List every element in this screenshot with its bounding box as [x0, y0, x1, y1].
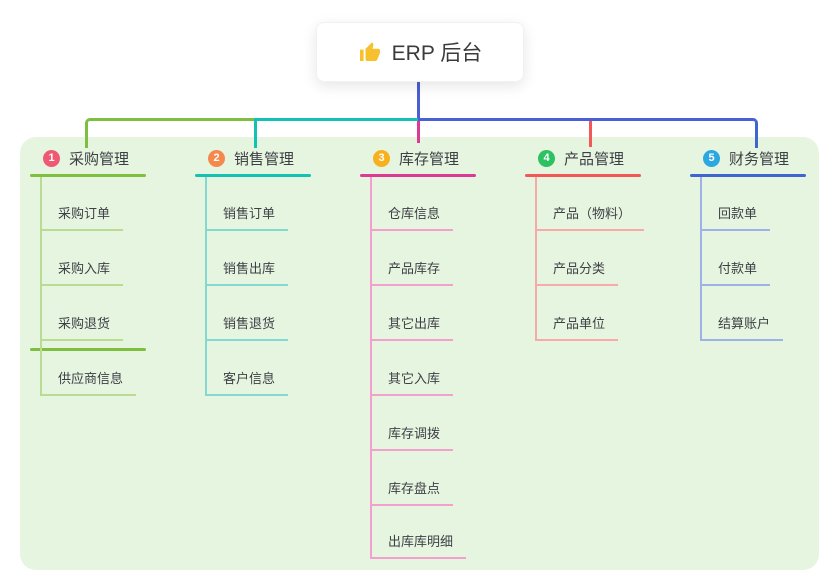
branch-finance-underline — [690, 174, 806, 177]
branch-product-label: 产品管理 — [564, 150, 625, 168]
root-node-label: ERP 后台 — [391, 42, 483, 65]
node-product-category[interactable]: 产品分类 — [535, 261, 619, 286]
branch-purchase-badge: 1 — [43, 149, 60, 167]
node-supplier-info[interactable]: 供应商信息 — [40, 371, 137, 396]
node-stock-count[interactable]: 库存盘点 — [370, 481, 454, 506]
node-payment-bill[interactable]: 付款单 — [700, 261, 771, 286]
branch-purchase-spine — [40, 177, 42, 396]
node-product-stock[interactable]: 产品库存 — [370, 261, 454, 286]
branch-inventory-underline — [360, 174, 476, 177]
connector-drop-sales — [254, 118, 257, 148]
branch-purchase-underline — [30, 348, 146, 351]
connector-root-drop — [417, 82, 420, 120]
branch-finance-badge: 5 — [703, 149, 720, 167]
node-product-material[interactable]: 产品（物料） — [535, 206, 645, 231]
branch-purchase-label: 采购管理 — [69, 150, 130, 168]
connector-drop-inventory — [417, 121, 420, 143]
node-other-inbound[interactable]: 其它入库 — [370, 371, 454, 396]
branch-sales-spine — [205, 177, 207, 396]
branch-purchase[interactable]: 1 采购管理 — [43, 148, 129, 168]
node-purchase-return[interactable]: 采购退货 — [40, 316, 124, 341]
branches-panel — [20, 137, 819, 570]
thumbs-up-icon — [359, 42, 380, 61]
branch-sales[interactable]: 2 销售管理 — [208, 148, 294, 168]
branch-sales-label: 销售管理 — [234, 150, 295, 168]
branch-finance-label: 财务管理 — [729, 150, 790, 168]
node-purchase-inbound[interactable]: 采购入库 — [40, 261, 124, 286]
branch-product[interactable]: 4 产品管理 — [538, 148, 624, 168]
node-outbound-detail[interactable]: 出库库明细 — [370, 534, 467, 559]
node-sales-order[interactable]: 销售订单 — [205, 206, 289, 231]
connector-rail-teal — [255, 118, 418, 121]
node-other-outbound[interactable]: 其它出库 — [370, 316, 454, 341]
branch-product-badge: 4 — [538, 149, 555, 167]
branch-finance[interactable]: 5 财务管理 — [703, 148, 789, 168]
branch-product-spine — [535, 177, 537, 341]
node-sales-return[interactable]: 销售退货 — [205, 316, 289, 341]
node-product-unit[interactable]: 产品单位 — [535, 316, 619, 341]
branch-inventory[interactable]: 3 库存管理 — [373, 148, 459, 168]
connector-rail-right — [418, 118, 758, 148]
branch-sales-badge: 2 — [208, 149, 225, 167]
node-stock-transfer[interactable]: 库存调拨 — [370, 426, 454, 451]
branch-inventory-spine — [370, 177, 372, 559]
connector-rail-left — [85, 118, 255, 148]
node-receipt-bill[interactable]: 回款单 — [700, 206, 771, 231]
node-purchase-order[interactable]: 采购订单 — [40, 206, 124, 231]
connector-drop-product — [589, 121, 592, 147]
branch-inventory-label: 库存管理 — [399, 150, 460, 168]
branch-product-underline — [525, 174, 641, 177]
branch-finance-spine — [700, 177, 702, 341]
node-customer-info[interactable]: 客户信息 — [205, 371, 289, 396]
node-settle-account[interactable]: 结算账户 — [700, 316, 784, 341]
branch-sales-underline — [195, 174, 311, 177]
root-node-erp[interactable]: ERP 后台 — [316, 22, 524, 82]
node-warehouse-info[interactable]: 仓库信息 — [370, 206, 454, 231]
node-sales-outbound[interactable]: 销售出库 — [205, 261, 289, 286]
branch-inventory-badge: 3 — [373, 149, 390, 167]
